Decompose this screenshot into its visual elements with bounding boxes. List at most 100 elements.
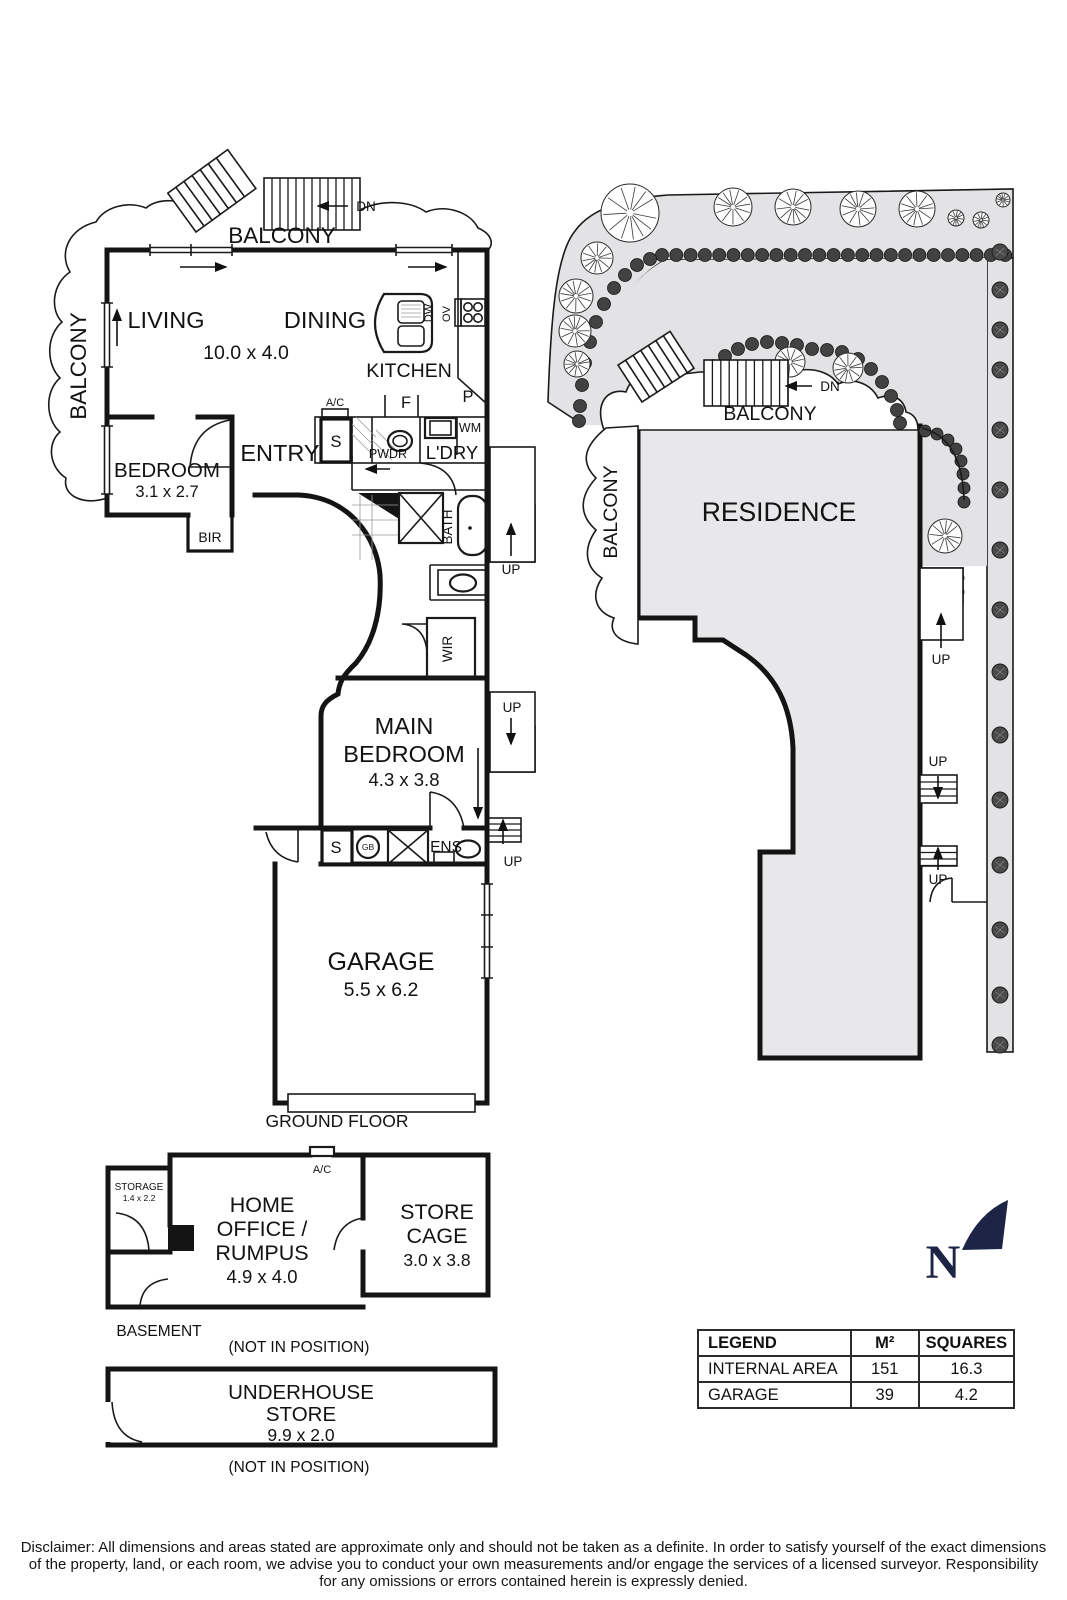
kitchen-fixtures bbox=[374, 252, 488, 417]
bath-label: BATH bbox=[440, 509, 455, 544]
home-office-dims: 4.9 x 4.0 bbox=[227, 1266, 298, 1287]
direction-arrows bbox=[111, 200, 947, 870]
residence-outline bbox=[635, 423, 923, 1061]
ac-label: A/C bbox=[326, 397, 344, 409]
underhouse-line2: STORE bbox=[266, 1403, 336, 1426]
legend-header-m2: M² bbox=[849, 1329, 920, 1357]
bedroom-label: BEDROOM bbox=[114, 459, 220, 482]
cupboard-label: S bbox=[330, 433, 341, 451]
legend-row-garage: GARAGE 39 4.2 bbox=[697, 1381, 1016, 1409]
residence-label: RESIDENCE bbox=[702, 497, 857, 527]
site-up2-label: UP bbox=[929, 754, 948, 769]
gf-balcony-top-label: BALCONY bbox=[228, 223, 336, 248]
kitchen-label: KITCHEN bbox=[366, 360, 452, 382]
gf-dn-label: DN bbox=[356, 199, 376, 214]
site-up3-label: UP bbox=[929, 872, 948, 887]
living-label: LIVING bbox=[127, 307, 204, 333]
powder-label: PWDR bbox=[369, 447, 407, 461]
trees bbox=[558, 183, 1011, 554]
basement-ac-unit bbox=[308, 1145, 336, 1158]
garage-side-door bbox=[265, 828, 299, 863]
gf-up3-label: UP bbox=[504, 854, 523, 869]
bedroom-door bbox=[189, 419, 232, 468]
ground-floor-plan bbox=[48, 148, 536, 1113]
basement-pier bbox=[168, 1225, 194, 1251]
legend-cell: INTERNAL AREA bbox=[697, 1355, 852, 1383]
wm-label: WM bbox=[459, 421, 481, 435]
ens-label: ENS bbox=[430, 839, 462, 856]
labels: BALCONY DN BALCONY LIVING DINING 10.0 x … bbox=[66, 199, 950, 1476]
home-office-line3: RUMPUS bbox=[215, 1241, 308, 1265]
fridge-label: F bbox=[401, 394, 411, 412]
basement-walls bbox=[105, 1152, 491, 1310]
legend-cell: GARAGE bbox=[697, 1381, 852, 1409]
store-cage-line2: CAGE bbox=[407, 1224, 468, 1248]
gf-balcony-cloud-left bbox=[48, 199, 197, 502]
storage-label: STORAGE bbox=[115, 1182, 164, 1193]
ens-cupboard-label: S bbox=[330, 839, 341, 857]
gb-label: GB bbox=[362, 842, 375, 852]
store-cage-dims: 3.0 x 3.8 bbox=[403, 1250, 470, 1270]
pantry-label: P bbox=[462, 388, 473, 406]
legend-header-row: LEGEND M² SQUARES bbox=[697, 1329, 1016, 1357]
underhouse-not-in-position: (NOT IN POSITION) bbox=[229, 1459, 370, 1476]
site-stairs-angled bbox=[616, 330, 696, 404]
underhouse-door-gap bbox=[103, 1402, 113, 1442]
wir-label: WIR bbox=[440, 636, 455, 662]
island-bench bbox=[374, 292, 434, 354]
north-letter: N bbox=[926, 1236, 961, 1289]
gf-bir-robe bbox=[186, 513, 234, 553]
main-bedroom-line2: BEDROOM bbox=[343, 741, 464, 767]
home-office-line1: HOME bbox=[230, 1193, 295, 1217]
underhouse-dims: 9.9 x 2.0 bbox=[267, 1425, 334, 1445]
legend-cell: 151 bbox=[849, 1355, 920, 1383]
garage-door bbox=[287, 1093, 476, 1113]
gf-stair-wells bbox=[489, 446, 536, 773]
garage-dims: 5.5 x 6.2 bbox=[344, 979, 419, 1001]
site-balcony-left-label: BALCONY bbox=[600, 465, 622, 558]
corner-garden-bed-edge bbox=[921, 427, 965, 501]
site-balcony-left-outline bbox=[582, 425, 639, 645]
underhouse-plan bbox=[103, 1366, 498, 1448]
home-office-line2: OFFICE / bbox=[217, 1217, 308, 1241]
main-bedroom-line1: MAIN bbox=[375, 713, 434, 739]
disclaimer-line2: of the property, land, or each room, we … bbox=[28, 1556, 1039, 1573]
gf-up1-label: UP bbox=[502, 562, 521, 577]
basement-doors bbox=[115, 1212, 364, 1307]
ground-floor-label: GROUND FLOOR bbox=[266, 1111, 409, 1131]
site-door-arc bbox=[929, 877, 987, 903]
legend-row-internal: INTERNAL AREA 151 16.3 bbox=[697, 1355, 1016, 1383]
bir-label: BIR bbox=[198, 529, 221, 545]
gf-balcony-cloud-right bbox=[359, 201, 492, 251]
bedroom-dims: 3.1 x 2.7 bbox=[135, 483, 198, 501]
storage-dims: 1.4 x 2.2 bbox=[123, 1193, 156, 1203]
store-cage-line1: STORE bbox=[400, 1200, 474, 1224]
basement-plan bbox=[105, 1145, 491, 1310]
gf-up2-label: UP bbox=[503, 700, 522, 715]
basement-label: BASEMENT bbox=[116, 1323, 202, 1340]
legend-cell: 39 bbox=[849, 1381, 920, 1409]
gf-stairs-angled bbox=[166, 148, 257, 234]
legend-table: LEGEND M² SQUARES INTERNAL AREA 151 16.3… bbox=[697, 1329, 1016, 1409]
gf-windows bbox=[101, 244, 493, 979]
underhouse-door-arc bbox=[111, 1401, 143, 1443]
site-plan bbox=[263, 177, 1014, 1061]
main-bedroom-dims: 4.3 x 3.8 bbox=[369, 769, 440, 790]
disclaimer-line1: Disclaimer: All dimensions and areas sta… bbox=[20, 1539, 1047, 1556]
legend-header-name: LEGEND bbox=[697, 1329, 852, 1357]
dw-label: DW bbox=[423, 303, 435, 322]
basement-not-in-position: (NOT IN POSITION) bbox=[229, 1339, 370, 1356]
legend-header-squares: SQUARES bbox=[917, 1329, 1016, 1357]
entry-label: ENTRY bbox=[240, 440, 320, 466]
garage-label: GARAGE bbox=[328, 948, 435, 976]
site-up1-label: UP bbox=[932, 652, 951, 667]
main-bedroom-door bbox=[429, 791, 465, 829]
site-dn-label: DN bbox=[820, 379, 840, 394]
underhouse-line1: UNDERHOUSE bbox=[228, 1381, 374, 1404]
utility-row bbox=[314, 408, 488, 496]
legend-cell: 16.3 bbox=[917, 1355, 1016, 1383]
bath-fixtures bbox=[351, 455, 489, 601]
disclaimer: Disclaimer: All dimensions and areas sta… bbox=[18, 1539, 1049, 1590]
